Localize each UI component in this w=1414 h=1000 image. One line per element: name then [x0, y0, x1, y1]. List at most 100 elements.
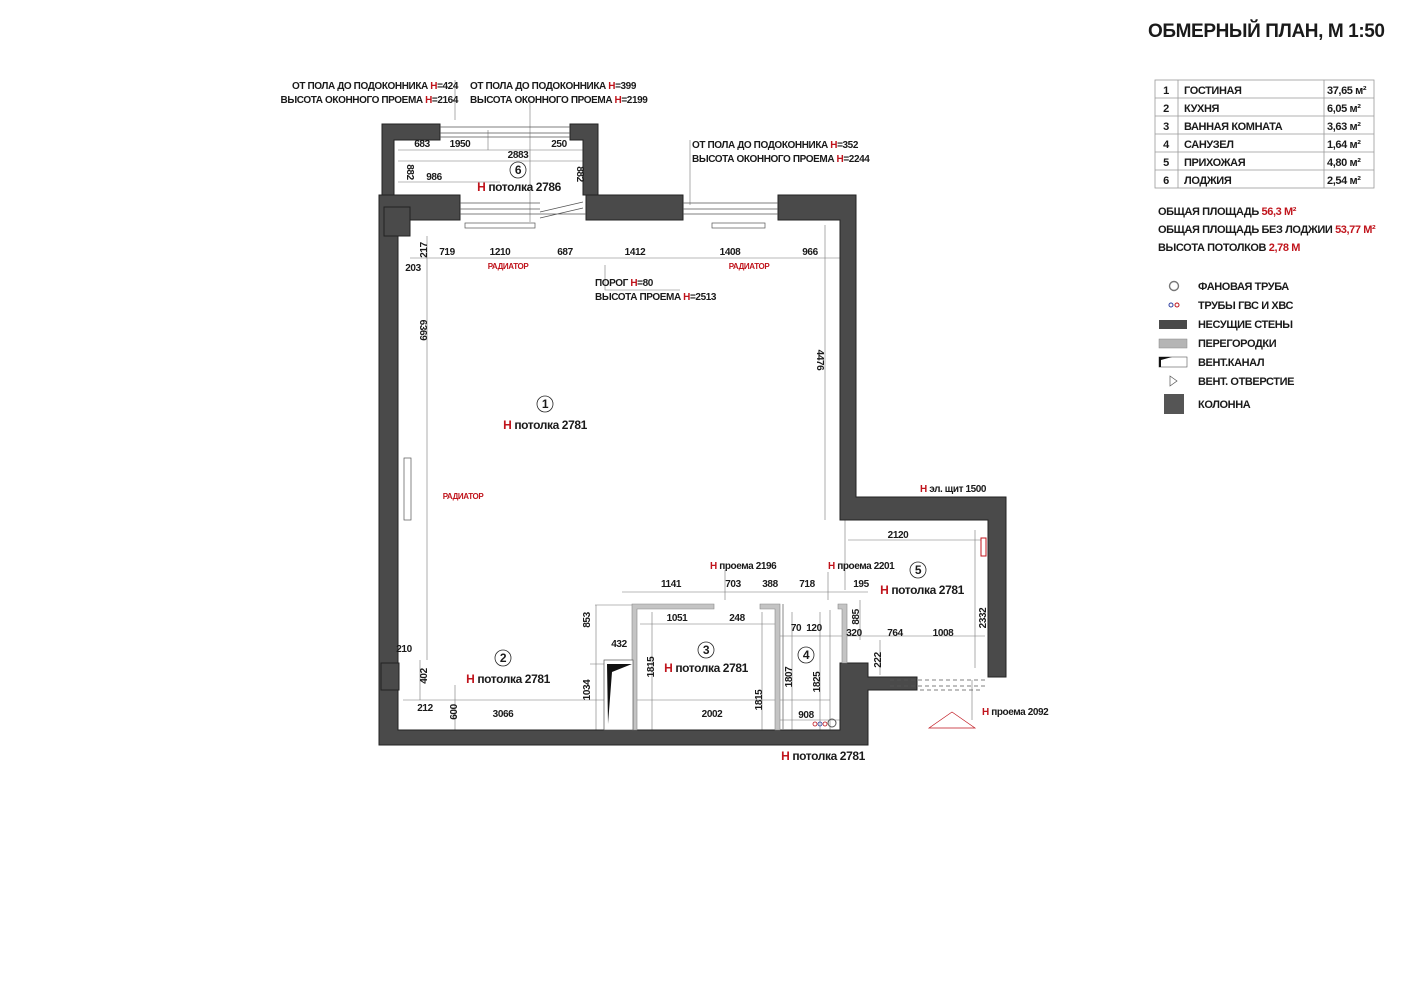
dimension: 320 — [846, 628, 862, 639]
svg-text:КУХНЯ: КУХНЯ — [1184, 103, 1220, 115]
summary-total: ОБЩАЯ ПЛОЩАДЬ 56,3 М² — [1158, 206, 1297, 218]
entrance-door-marker — [927, 711, 977, 729]
ceiling-height-label: Н потолка 2781 — [466, 672, 551, 686]
pipes — [812, 718, 837, 728]
dimension: 6369 — [417, 320, 428, 341]
radiator-label: РАДИАТОР — [488, 262, 530, 271]
dimension: 2002 — [702, 709, 723, 720]
dimension: 212 — [417, 703, 433, 714]
svg-text:2: 2 — [1163, 103, 1169, 115]
radiator — [711, 222, 766, 229]
opening-annotation: Н проема 2092 — [982, 707, 1049, 718]
dimension: 1408 — [720, 247, 741, 258]
table-row: 2 КУХНЯ 6,05 м² — [1163, 103, 1361, 115]
column — [383, 206, 411, 237]
legend-label: КОЛОННА — [1198, 399, 1251, 411]
dimension: 1141 — [661, 579, 682, 590]
dimension: 1008 — [933, 628, 954, 639]
dimension: 1825 — [812, 671, 823, 692]
room-number: 1 — [542, 397, 549, 411]
legend-label: ПЕРЕГОРОДКИ — [1198, 338, 1277, 350]
dimension: 210 — [396, 644, 412, 655]
dimension: 388 — [762, 579, 778, 590]
svg-text:4,80 м²: 4,80 м² — [1327, 157, 1361, 169]
svg-text:2,54 м²: 2,54 м² — [1327, 175, 1361, 187]
dimension: 683 — [414, 139, 430, 150]
ceiling-height-label: Н потолка 2781 — [781, 749, 866, 763]
window-annotation: ВЫСОТА ОКОННОГО ПРОЕМА Н=2199 — [470, 95, 648, 106]
opening-annotation: Н проема 2196 — [710, 561, 777, 572]
svg-text:ПРИХОЖАЯ: ПРИХОЖАЯ — [1184, 157, 1246, 169]
dimension: 966 — [802, 247, 818, 258]
svg-text:5: 5 — [1163, 157, 1169, 169]
dimension: 703 — [725, 579, 741, 590]
partition-icon — [1158, 338, 1188, 349]
svg-text:ЛОДЖИЯ: ЛОДЖИЯ — [1184, 175, 1232, 187]
dimension: 248 — [729, 613, 745, 624]
legend — [1158, 280, 1188, 414]
dimension: 2120 — [888, 530, 909, 541]
legend-label: ВЕНТ.КАНАЛ — [1198, 357, 1264, 369]
column-icon — [1164, 394, 1184, 414]
summary-no-loggia: ОБЩАЯ ПЛОЩАДЬ БЕЗ ЛОДЖИИ 53,77 М² — [1158, 224, 1376, 236]
dimension: 882 — [404, 164, 415, 180]
dimension: 4476 — [814, 350, 825, 371]
room-number: 2 — [500, 651, 507, 665]
dimension: 764 — [887, 628, 903, 639]
radiator-label: РАДИАТОР — [729, 262, 771, 271]
dimension: 1950 — [450, 139, 471, 150]
room-number: 5 — [915, 563, 922, 577]
dimension: 908 — [798, 710, 814, 721]
dimension: 3066 — [493, 709, 514, 720]
dimension: 853 — [582, 611, 593, 627]
electric-panel — [980, 537, 987, 557]
area-summary: ОБЩАЯ ПЛОЩАДЬ 56,3 М² ОБЩАЯ ПЛОЩАДЬ БЕЗ … — [1158, 206, 1376, 254]
svg-text:3,63 м²: 3,63 м² — [1327, 121, 1361, 133]
radiator-label: РАДИАТОР — [443, 492, 485, 501]
ceiling-height-label: Н потолка 2781 — [664, 661, 749, 675]
dimension: 2883 — [508, 150, 529, 161]
ceiling-height-label: Н потолка 2781 — [880, 583, 965, 597]
svg-text:1: 1 — [1163, 85, 1169, 97]
plan-title: ОБМЕРНЫЙ ПЛАН, М 1:50 — [1148, 20, 1385, 42]
dimension: 1051 — [667, 613, 688, 624]
dimension: 1034 — [582, 679, 593, 700]
svg-text:ГОСТИНАЯ: ГОСТИНАЯ — [1184, 85, 1242, 97]
dimension: 203 — [405, 263, 421, 274]
radiator — [464, 222, 536, 229]
dimension-lines — [398, 80, 985, 740]
radiator — [403, 457, 412, 521]
legend-label: ВЕНТ. ОТВЕРСТИЕ — [1198, 376, 1294, 388]
vent-channel — [603, 659, 634, 731]
dimension: 70 — [791, 623, 802, 634]
annotations: ОТ ПОЛА ДО ПОДОКОННИКА Н=424 ВЫСОТА ОКОН… — [281, 81, 1050, 718]
dimension: 719 — [439, 247, 455, 258]
dimension: 986 — [426, 172, 442, 183]
room-markers — [494, 161, 927, 667]
svg-text:6: 6 — [1163, 175, 1169, 187]
dimension: 718 — [799, 579, 815, 590]
room-number: 3 — [703, 643, 710, 657]
room-numbers: 1 2 3 4 5 6 — [500, 163, 922, 665]
dimension: 1807 — [784, 666, 795, 687]
panel-annotation: Н эл. щит 1500 — [920, 484, 987, 495]
dimension: 882 — [574, 166, 585, 182]
ceiling-height-label: Н потолка 2781 — [503, 418, 588, 432]
door-annotation: ВЫСОТА ПРОЕМА Н=2513 — [595, 292, 717, 303]
legend-labels: ФАНОВАЯ ТРУБА ТРУБЫ ГВС И ХВС НЕСУЩИЕ СТ… — [1198, 281, 1295, 411]
legend-label: ФАНОВАЯ ТРУБА — [1198, 281, 1289, 293]
opening-annotation: Н проема 2201 — [828, 561, 895, 572]
window-annotation: ВЫСОТА ОКОННОГО ПРОЕМА Н=2164 — [281, 95, 459, 106]
radiator-labels: РАДИАТОР РАДИАТОР РАДИАТОР — [443, 262, 771, 501]
dimensions: 683 1950 250 2883 882 986 882 217 719 12… — [396, 139, 989, 721]
svg-text:6,05 м²: 6,05 м² — [1327, 103, 1361, 115]
window-annotation: ОТ ПОЛА ДО ПОДОКОННИКА Н=424 — [292, 81, 459, 92]
column — [380, 662, 400, 691]
ceiling-labels: Н потолка 2781 Н потолка 2781 Н потолка … — [466, 180, 965, 763]
dimension: 222 — [873, 651, 884, 667]
svg-text:4: 4 — [1163, 139, 1170, 151]
